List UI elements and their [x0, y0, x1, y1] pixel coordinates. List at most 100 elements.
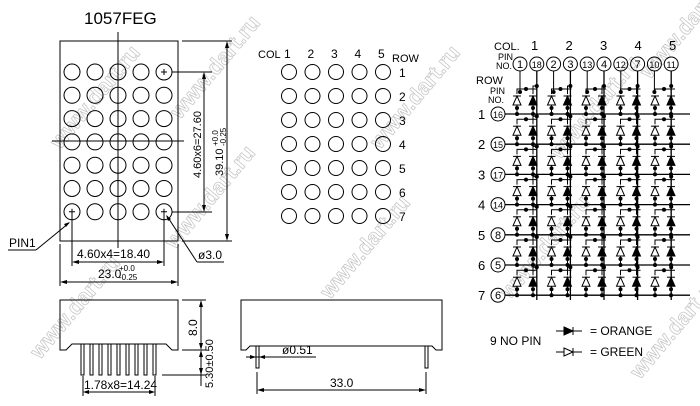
green-led — [650, 215, 660, 227]
front-view: 1057FEG 4.60x6=27.60 39.10 +0.0 -0.25 PI… — [8, 9, 232, 286]
green-led — [615, 275, 626, 287]
pin — [134, 343, 139, 376]
led-dot — [375, 64, 391, 80]
row-pin-number: 17 — [493, 170, 503, 180]
led-dot — [109, 86, 127, 104]
green-led — [546, 275, 557, 287]
led-dot — [281, 112, 297, 128]
schematic-row-number: 6 — [478, 258, 485, 273]
led-dot — [375, 208, 391, 224]
row-pin-number: 5 — [495, 260, 501, 272]
led-dot — [63, 156, 81, 174]
grid-col-number: 5 — [378, 47, 385, 61]
schematic-col-number: 1 — [531, 38, 538, 53]
led-dot — [109, 180, 127, 197]
led-dot — [351, 208, 368, 224]
pin — [116, 343, 121, 376]
pin — [143, 343, 148, 376]
schematic-col-number: 2 — [566, 38, 573, 53]
orange-led — [597, 275, 607, 287]
led-dot — [281, 184, 297, 200]
green-led — [615, 155, 626, 166]
schematic-row-number: 3 — [478, 167, 485, 182]
orange-diode-symbol — [556, 326, 582, 336]
led-dot — [304, 208, 321, 224]
orange-led — [666, 155, 676, 166]
led-dot — [132, 180, 150, 197]
green-led — [615, 185, 626, 197]
pin-no-label-1: PIN — [498, 52, 513, 62]
col-pin-number: 13 — [582, 60, 592, 70]
led-dot — [351, 184, 368, 200]
led-dot — [281, 208, 297, 224]
led-dot — [351, 160, 368, 176]
green-led — [512, 94, 522, 106]
orange-led — [597, 124, 607, 136]
orange-label: = ORANGE — [590, 324, 652, 338]
orange-led — [528, 124, 538, 136]
dim-arrows — [199, 350, 203, 375]
led-dot — [281, 88, 297, 104]
led-dot — [304, 64, 321, 80]
led-dot — [304, 112, 321, 128]
svg-text:+0.0: +0.0 — [211, 130, 220, 146]
led-dot — [109, 203, 127, 221]
grid-col-number: 1 — [284, 47, 291, 61]
orange-led — [631, 275, 642, 287]
dim-width-label: 23.0 +0.0 -0.25 — [98, 264, 138, 282]
orange-led — [597, 185, 607, 197]
dim-row-pitch-label: 4.60x6=27.60 — [192, 111, 204, 178]
orange-led — [528, 94, 538, 106]
led-dot — [304, 184, 321, 200]
orange-led — [666, 245, 676, 257]
end-view: ø0.51 33.0 — [240, 299, 443, 394]
grid-row-number: 6 — [399, 186, 406, 200]
pin1-leader — [35, 222, 70, 251]
schematic-col-number: 5 — [669, 38, 676, 53]
grid-col-number: 3 — [331, 47, 338, 61]
pin — [89, 343, 94, 376]
led-dot — [109, 110, 127, 128]
pin — [125, 343, 130, 376]
led-dot — [351, 112, 368, 128]
no-pin-note: 9 NO PIN — [490, 334, 541, 348]
watermark-text: www.dart.ru — [159, 140, 260, 254]
orange-led — [597, 245, 607, 257]
schematic-row-number: 1 — [478, 107, 485, 122]
row-pin-number: 8 — [495, 230, 501, 242]
green-led — [546, 155, 557, 166]
watermark-text: www.dart.ru — [44, 40, 145, 154]
row-pin-no-label-2: NO. — [488, 95, 504, 105]
pin — [98, 343, 103, 376]
schematic-row-number: 7 — [478, 288, 485, 303]
green-led — [650, 124, 660, 136]
led-dot — [155, 110, 173, 128]
svg-text:23.0: 23.0 — [98, 267, 122, 281]
col-pin-number: 1 — [517, 59, 523, 71]
green-led — [615, 215, 626, 227]
green-led — [650, 155, 660, 166]
orange-led — [666, 275, 676, 287]
orange-led — [631, 94, 642, 106]
row-pin-number: 14 — [493, 201, 503, 211]
green-led — [546, 185, 557, 197]
green-led — [512, 124, 522, 136]
dim-body-height-label: 8.0 — [186, 319, 200, 336]
green-label: = GREEN — [590, 345, 643, 359]
schematic-row-number: 2 — [478, 137, 485, 152]
orange-led — [631, 185, 642, 197]
side-body-outline — [59, 299, 179, 351]
led-dot — [132, 156, 150, 174]
led-dot — [63, 86, 81, 104]
green-led — [615, 245, 626, 257]
green-led — [650, 275, 660, 287]
green-led — [615, 124, 626, 136]
led-dot — [155, 133, 173, 151]
orange-led — [631, 245, 642, 257]
grid-row-number: 2 — [399, 90, 406, 104]
row-pin-number: 15 — [493, 140, 503, 150]
col-pin-number: 7 — [635, 59, 641, 71]
led-dot — [132, 203, 150, 221]
